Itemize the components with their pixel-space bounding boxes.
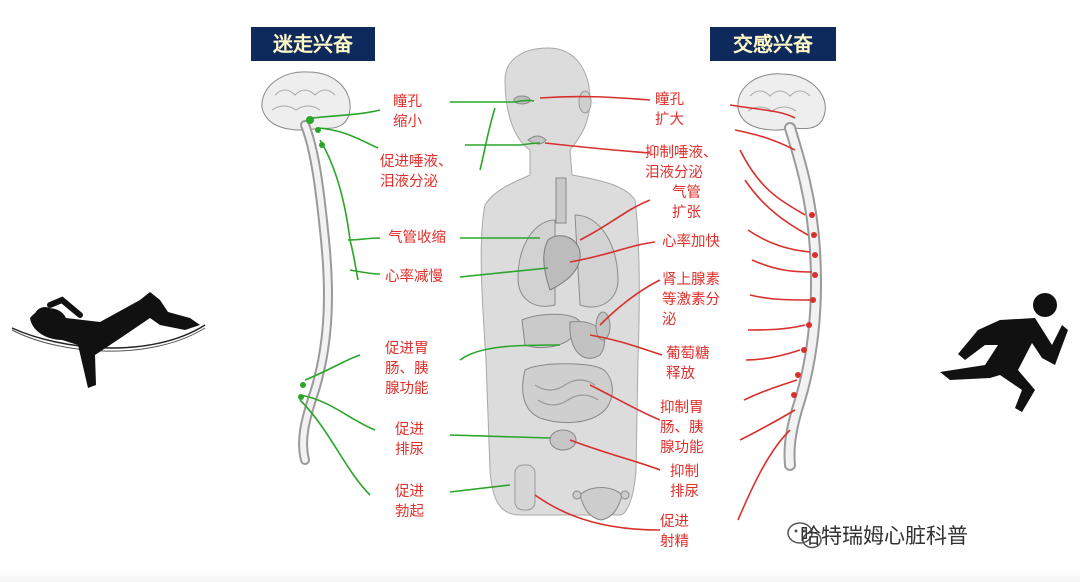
label-urine-promote: 促进 排尿 [395,420,424,460]
label-glucose: 葡萄糖 释放 [666,344,710,384]
trachea [556,178,566,223]
label-adrenal: 肾上腺素 等激素分 泌 [662,270,720,330]
label-erection-promote: 促进 勃起 [395,482,424,522]
header-sympathetic-excitation: 交感兴奋 [710,27,836,61]
label-heart-slow: 心率减慢 [385,267,443,287]
label-ejaculation: 促进 射精 [660,512,689,552]
label-bronchi-constrict: 气管收缩 [388,228,446,248]
running-person-icon [940,293,1068,412]
label-heart-fast: 心率加快 [662,232,720,252]
watermark-text: 哈特瑞姆心脏科普 [800,520,968,550]
bottom-edge [0,570,1080,582]
left-brain-spine [262,72,350,460]
header-vagal-excitation: 迷走兴奋 [251,27,375,61]
label-pupil-dilate: 瞳孔 扩大 [655,90,684,130]
label-urine-inhibit: 抑制 排尿 [670,462,699,502]
ear [579,91,591,113]
label-saliva-promote: 促进唾液、 泪液分泌 [380,152,453,192]
resting-person-hammock-icon [12,292,205,388]
label-gi-promote: 促进胃 肠、胰 腺功能 [385,339,429,399]
label-gi-inhibit: 抑制胃 肠、胰 腺功能 [660,398,704,458]
right-brain [738,74,825,130]
human-body-illustration [481,48,639,520]
male-genitals [515,465,535,510]
label-pupil-constrict: 瞳孔 缩小 [393,92,422,132]
label-saliva-inhibit: 抑制唾液、 泪液分泌 [645,143,718,183]
intestines [523,364,613,423]
label-bronchi-dilate: 气管 扩张 [672,183,701,223]
